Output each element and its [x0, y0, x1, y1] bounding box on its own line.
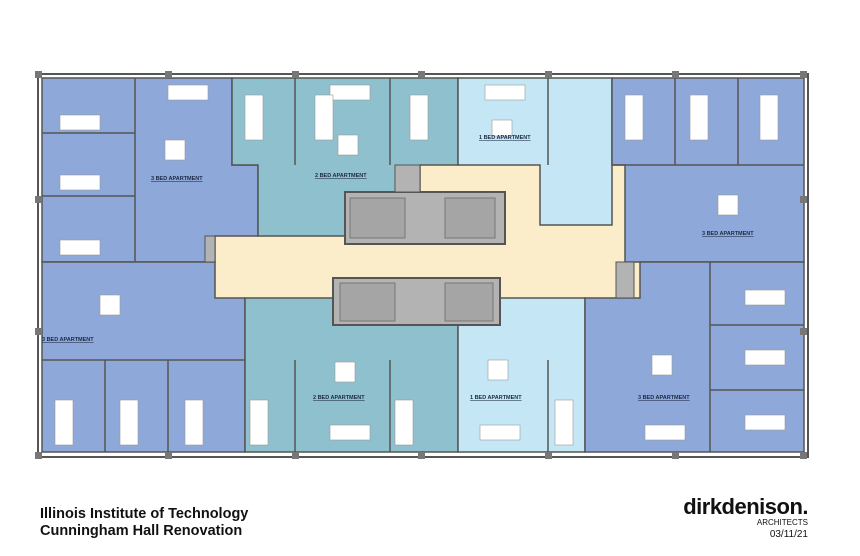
- unit-3bed-top-left: [41, 77, 259, 263]
- label-2bed-bottom: 2 BED APARTMENT: [313, 395, 365, 401]
- furniture: [54, 84, 786, 446]
- label-3bed-left: 3 BED APARTMENT: [42, 337, 94, 343]
- unit-3bed-bottom-right: [584, 261, 805, 453]
- label-1bed-top: 1 BED APARTMENT: [479, 135, 531, 141]
- label-2bed-top: 2 BED APARTMENT: [315, 173, 367, 179]
- drawing-date: 03/11/21: [769, 529, 808, 540]
- label-3bed-top-left: 3 BED APARTMENT: [151, 176, 203, 182]
- label-3bed-right: 3 BED APARTMENT: [702, 231, 754, 237]
- stair-core-top: [344, 164, 506, 245]
- project-client: Illinois Institute of Technology: [40, 506, 249, 522]
- stair-core-bottom: [332, 277, 501, 326]
- logo-brand: dirkdenison.: [683, 494, 808, 519]
- label-3bed-bottom-right: 3 BED APARTMENT: [638, 395, 690, 401]
- shaft: [204, 235, 216, 263]
- structural-columns: [35, 71, 807, 459]
- shaft: [615, 261, 635, 299]
- project-title: Cunningham Hall Renovation: [40, 523, 243, 539]
- partitions: [42, 78, 804, 452]
- floor-plan: 3 BED APARTMENT 2 BED APARTMENT 1 BED AP…: [35, 71, 809, 459]
- label-1bed-bottom: 1 BED APARTMENT: [470, 395, 522, 401]
- logo-subtitle: ARCHITECTS: [756, 518, 808, 527]
- architect-logo: dirkdenison. ARCHITECTS 03/11/21: [683, 496, 808, 541]
